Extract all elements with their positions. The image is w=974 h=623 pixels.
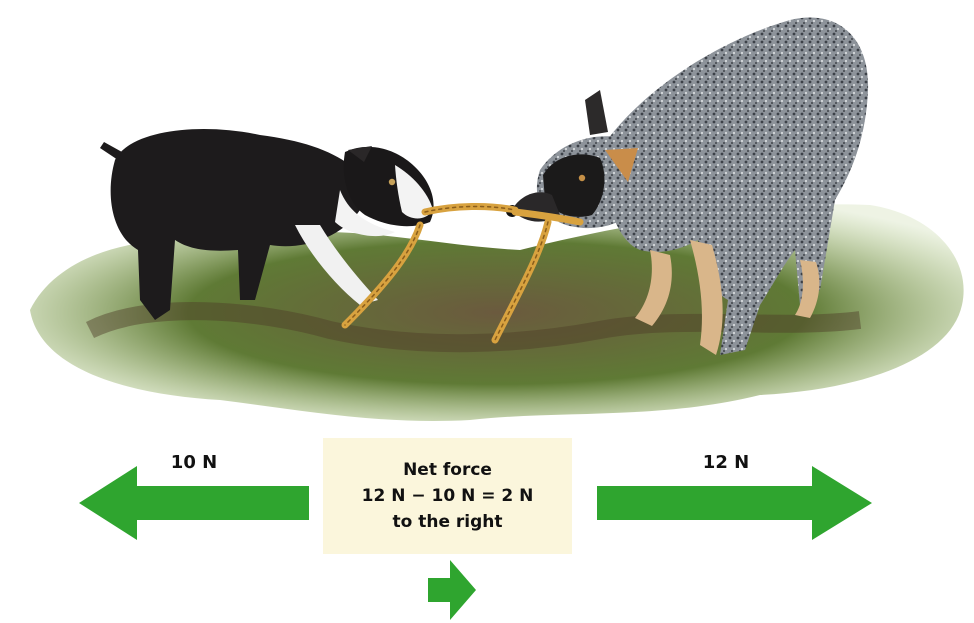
net-force-arrow xyxy=(428,560,476,620)
left-force-label: 10 N xyxy=(134,452,254,473)
left-force-arrow xyxy=(79,466,309,540)
right-force-arrow xyxy=(597,466,872,540)
right-force-label: 12 N xyxy=(666,452,786,473)
net-force-title: Net force xyxy=(403,458,492,482)
net-force-direction: to the right xyxy=(392,510,502,534)
net-force-equation: 12 N − 10 N = 2 N xyxy=(362,484,534,508)
net-force-box: Net force 12 N − 10 N = 2 N to the right xyxy=(323,438,572,554)
